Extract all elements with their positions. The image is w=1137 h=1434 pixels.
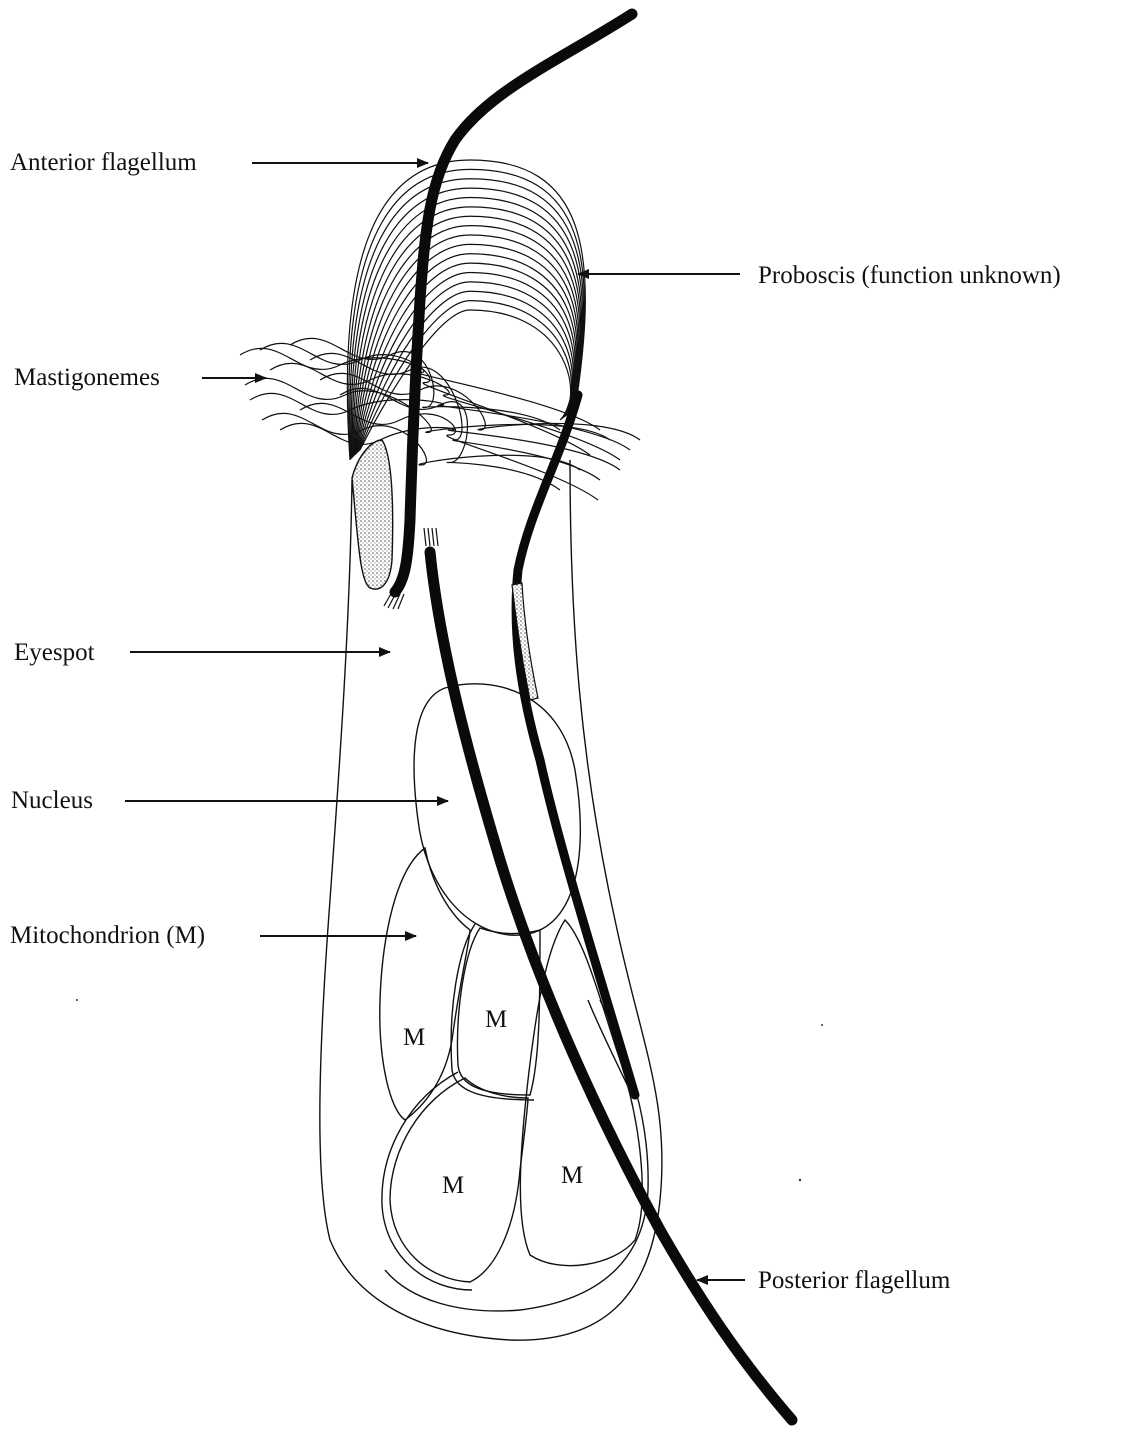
posterior-flagellum — [430, 552, 792, 1420]
label-posterior-flagellum: Posterior flagellum — [758, 1267, 951, 1294]
label-eyespot: Eyespot — [14, 639, 95, 666]
speck — [821, 1024, 823, 1026]
eyespot — [352, 440, 393, 589]
mastigoneme-hair — [260, 343, 590, 455]
mitochondrion-1 — [380, 848, 470, 1120]
speck — [76, 999, 78, 1001]
posterior-flagellum-base — [424, 528, 438, 546]
label-nucleus: Nucleus — [11, 787, 93, 814]
mito-label-4: M — [561, 1162, 583, 1189]
recurrent-flagellum — [516, 395, 635, 1095]
mito-label-1: M — [403, 1024, 425, 1051]
label-proboscis: Proboscis (function unknown) — [758, 262, 1061, 289]
label-mitochondrion: Mitochondrion (M) — [10, 922, 205, 949]
cell-body — [320, 460, 662, 1340]
label-anterior-flagellum: Anterior flagellum — [10, 149, 197, 176]
mito-label-3: M — [442, 1172, 464, 1199]
speck — [799, 1179, 801, 1181]
label-mastigonemes: Mastigonemes — [14, 364, 160, 391]
mito-label-2: M — [485, 1006, 507, 1033]
